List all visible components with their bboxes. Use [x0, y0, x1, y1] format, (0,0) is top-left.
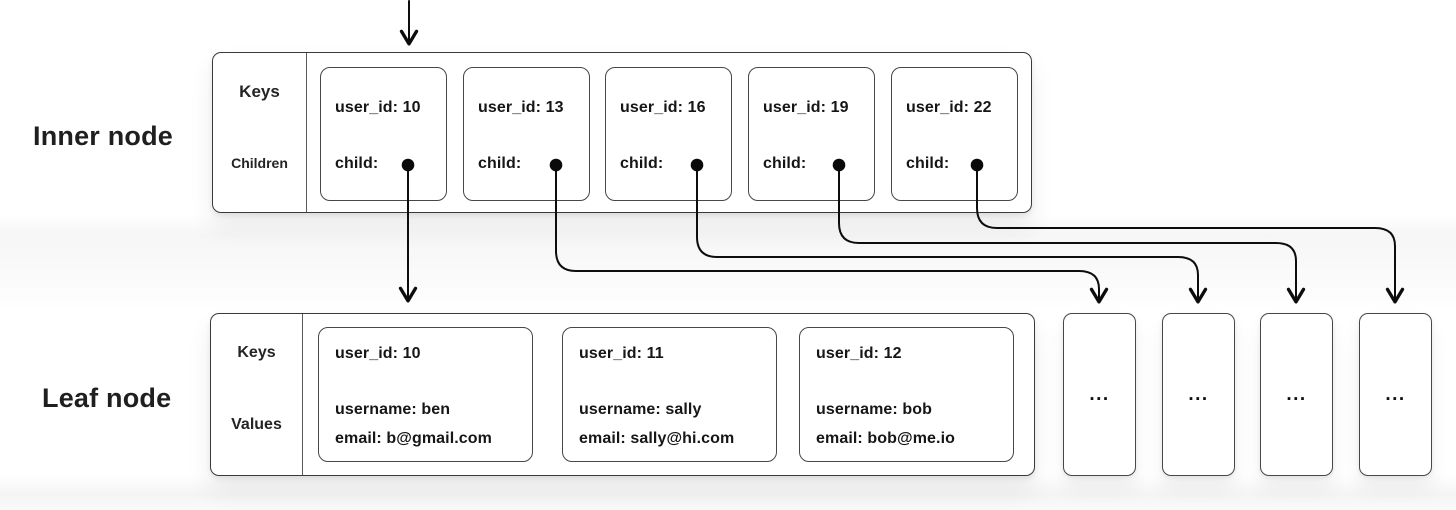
inner-key-text: user_id: 19 — [763, 99, 849, 116]
inner-key-text: user_id: 13 — [478, 99, 564, 116]
child-pointer-label: child: — [335, 155, 379, 172]
ellipsis-placeholder: ... — [1089, 383, 1110, 405]
inner-key-cell: user_id: 19 child: — [748, 67, 875, 201]
leaf-node-values-label: Values — [231, 416, 282, 433]
connector-child5-to-collapsed-node4 — [976, 164, 1405, 304]
leaf-username-text: username: sally — [579, 401, 702, 418]
leaf-record-cell: user_id: 12 username: bob email: bob@me.… — [799, 327, 1014, 462]
leaf-email-text: email: sally@hi.com — [579, 430, 735, 447]
leaf-key-text: user_id: 11 — [579, 345, 664, 362]
collapsed-leaf-node: ... — [1063, 313, 1136, 476]
leaf-record-cell: user_id: 10 username: ben email: b@gmail… — [318, 327, 533, 462]
leaf-key-text: user_id: 12 — [816, 345, 902, 362]
child-pointer-label: child: — [906, 155, 950, 172]
inner-key-text: user_id: 22 — [906, 99, 992, 116]
child-pointer-label: child: — [478, 155, 522, 172]
inner-key-text: user_id: 10 — [335, 99, 421, 116]
collapsed-leaf-node: ... — [1359, 313, 1432, 476]
child-pointer-label: child: — [763, 155, 807, 172]
inner-key-text: user_id: 16 — [620, 99, 706, 116]
leaf-username-text: username: ben — [335, 401, 451, 418]
leaf-username-text: username: bob — [816, 401, 932, 418]
collapsed-leaf-node: ... — [1260, 313, 1333, 476]
leaf-email-text: email: b@gmail.com — [335, 430, 492, 447]
child-pointer-label: child: — [620, 155, 664, 172]
ellipsis-placeholder: ... — [1188, 383, 1209, 405]
inner-key-cell: user_id: 10 child: — [320, 67, 447, 201]
leaf-key-text: user_id: 10 — [335, 345, 421, 362]
leaf-node-legend-column: Keys Values — [211, 314, 303, 475]
inner-key-cell: user_id: 22 child: — [891, 67, 1018, 201]
inner-node-label: Inner node — [33, 121, 174, 151]
leaf-node-label: Leaf node — [42, 383, 172, 413]
ellipsis-placeholder: ... — [1385, 383, 1406, 405]
inner-node-legend-column: Keys Children — [213, 53, 307, 212]
leaf-email-text: email: bob@me.io — [816, 430, 955, 447]
leaf-record-cell: user_id: 11 username: sally email: sally… — [562, 327, 777, 462]
inner-key-cell: user_id: 16 child: — [605, 67, 732, 201]
inner-key-cell: user_id: 13 child: — [463, 67, 590, 201]
leaf-node-keys-label: Keys — [237, 344, 276, 361]
inner-node-children-label: Children — [231, 155, 288, 171]
inner-node-keys-label: Keys — [239, 82, 280, 101]
collapsed-leaf-node: ... — [1162, 313, 1235, 476]
ellipsis-placeholder: ... — [1286, 383, 1307, 405]
